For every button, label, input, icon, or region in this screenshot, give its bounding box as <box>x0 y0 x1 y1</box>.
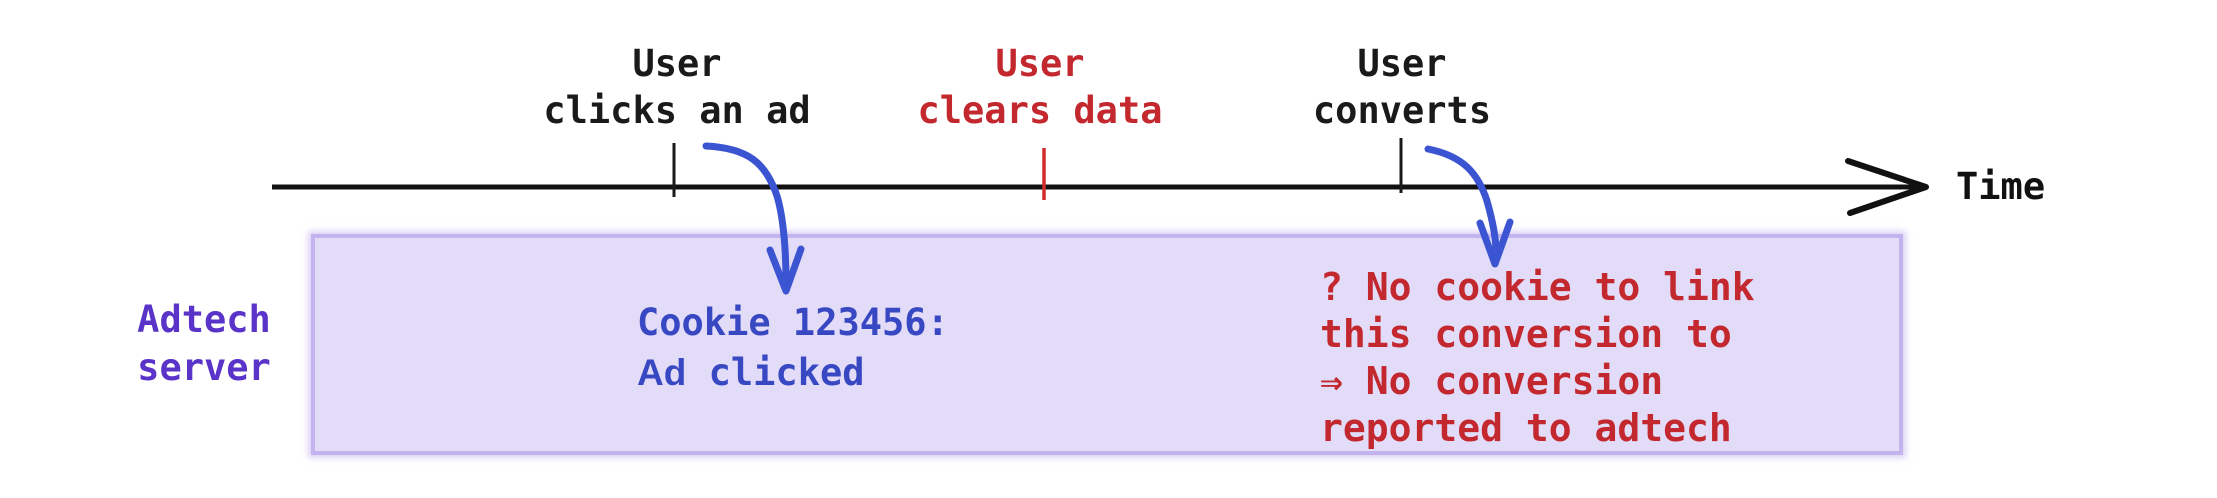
event-label-user-clears-data: User clears data <box>917 40 1162 134</box>
no-conversion-note-line: ? No cookie to link <box>1320 265 1755 309</box>
cookie-note-line: Cookie 123456: <box>637 301 949 344</box>
no-conversion-note: ? No cookie to link this conversion to ⇒… <box>1320 264 1755 452</box>
lane-label-line: Adtech <box>137 298 271 341</box>
event-label-line: User <box>995 42 1085 85</box>
conversion-to-no-cookie-arrow-icon <box>1424 145 1514 268</box>
adtech-server-lane-label: Adtech server <box>137 296 271 392</box>
click-to-cookie-arrow-icon <box>702 142 805 295</box>
no-conversion-note-line: reported to adtech <box>1320 406 1732 450</box>
event-label-line: User <box>1357 42 1447 85</box>
cookie-note-line: Ad clicked <box>637 348 949 398</box>
lane-label-line: server <box>137 346 271 389</box>
event-label-line: clicks an ad <box>543 89 811 132</box>
time-axis-arrowhead-icon <box>1845 158 1929 216</box>
event-label-user-converts: User converts <box>1313 40 1491 134</box>
cookie-note-clicked-word: clicked <box>708 351 865 394</box>
time-axis-label: Time <box>1956 165 2046 208</box>
cookie-note-ad-word: Ad <box>637 352 687 393</box>
no-conversion-note-line: ⇒ No conversion <box>1320 359 1664 403</box>
event-label-line: User <box>632 42 722 85</box>
event-label-line: converts <box>1312 89 1492 132</box>
cookie-logged-note: Cookie 123456: Ad clicked <box>637 298 949 398</box>
event-label-user-clicks-ad: User clicks an ad <box>543 40 810 134</box>
no-conversion-note-line: this conversion to <box>1320 312 1732 356</box>
adtech-server-box <box>311 234 1903 455</box>
event-label-line: clears data <box>917 89 1163 132</box>
